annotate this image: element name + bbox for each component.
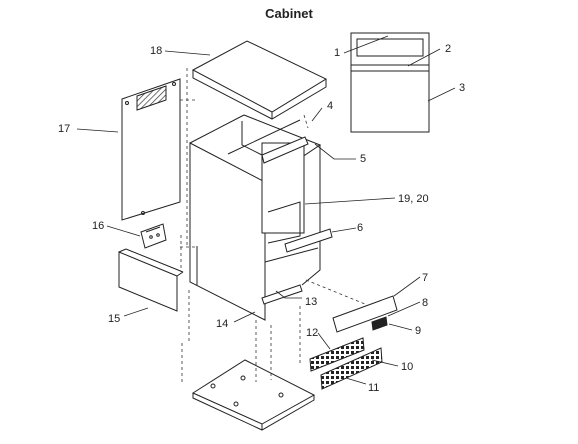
callout-8: 8 (422, 297, 428, 309)
callout-1: 1 (334, 47, 340, 59)
rear-panel (121, 78, 181, 221)
callout-2: 2 (445, 43, 451, 55)
access-cover (140, 223, 167, 249)
callout-3: 3 (459, 82, 465, 94)
callout-9: 9 (415, 325, 421, 337)
leader-lines (76, 35, 456, 385)
alignment-lines (180, 68, 366, 385)
callout-18: 18 (150, 45, 162, 57)
callout-17: 17 (58, 123, 70, 135)
callout-6: 6 (357, 222, 363, 234)
front-bar (261, 136, 309, 164)
callout-16: 16 (92, 220, 104, 232)
callout-labels: 1 2 3 4 5 6 7 8 9 10 11 12 13 14 15 16 1… (58, 43, 465, 394)
lower-bracket (261, 284, 303, 305)
callout-15: 15 (108, 313, 120, 325)
switch (371, 316, 388, 331)
top-panel (191, 40, 328, 120)
callout-10: 10 (401, 361, 413, 373)
callout-11: 11 (368, 382, 379, 394)
grill-upper (309, 337, 365, 372)
door-handle (284, 228, 333, 253)
front-lower-panel (118, 248, 184, 312)
inset-front-view (350, 32, 430, 133)
callout-12: 12 (306, 327, 318, 339)
callout-14: 14 (216, 318, 228, 330)
diagram-title: Cabinet (265, 6, 313, 21)
callout-19-20: 19, 20 (398, 193, 429, 205)
callout-4: 4 (327, 100, 333, 112)
callout-13: 13 (305, 296, 317, 308)
control-panel (332, 295, 398, 333)
base-pan (191, 359, 316, 431)
callout-7: 7 (422, 272, 428, 284)
callout-5: 5 (360, 153, 366, 165)
